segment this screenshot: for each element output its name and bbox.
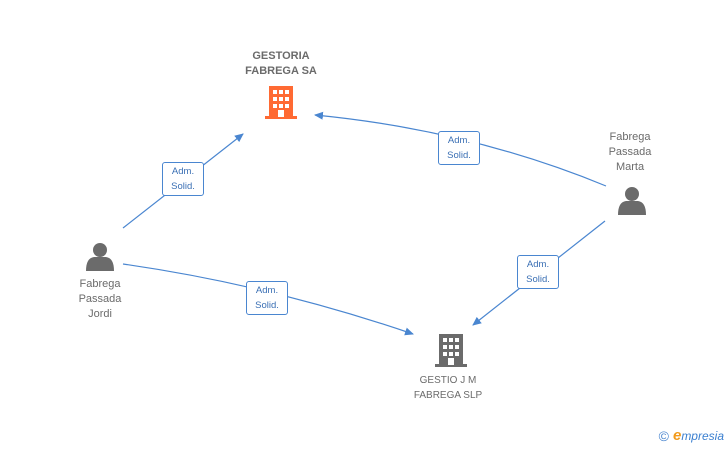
edge-label-jordi-gestio: Adm. Solid.	[246, 281, 288, 315]
node-label-jordi[interactable]: Fabrega Passada Jordi	[78, 278, 122, 320]
edge-label-line1: Adm.	[447, 135, 471, 146]
edge-label-marta-gestio: Adm. Solid.	[517, 255, 559, 289]
edge-label-jordi-gestoria: Adm. Solid.	[162, 162, 204, 196]
building-icon-gestoria[interactable]	[265, 86, 297, 119]
person-icon-jordi[interactable]	[86, 243, 114, 271]
building-icon-gestio[interactable]	[435, 334, 467, 367]
edge-label-line1: Adm.	[526, 259, 550, 270]
edge-label-line2: Solid.	[447, 150, 471, 161]
node-label-marta[interactable]: Fabrega Passada Marta	[608, 131, 652, 173]
edge-label-marta-gestoria: Adm. Solid.	[438, 131, 480, 165]
edge-label-line2: Solid.	[526, 274, 550, 285]
node-label-gestio[interactable]: GESTIO J M FABREGA SLP	[413, 375, 483, 401]
edge-label-line1: Adm.	[255, 285, 279, 296]
edge-label-line2: Solid.	[255, 300, 279, 311]
footer-branding: © empresia	[659, 427, 724, 444]
node-label-gestoria[interactable]: GESTORIA FABREGA SA	[245, 50, 317, 77]
brand-name: mpresia	[681, 429, 724, 443]
brand-logo[interactable]: empresia	[673, 427, 724, 444]
edge-label-line2: Solid.	[171, 181, 195, 192]
person-icon-marta[interactable]	[618, 187, 646, 215]
copyright-icon: ©	[658, 427, 669, 444]
edge-label-line1: Adm.	[171, 166, 195, 177]
brand-initial: e	[672, 427, 682, 444]
